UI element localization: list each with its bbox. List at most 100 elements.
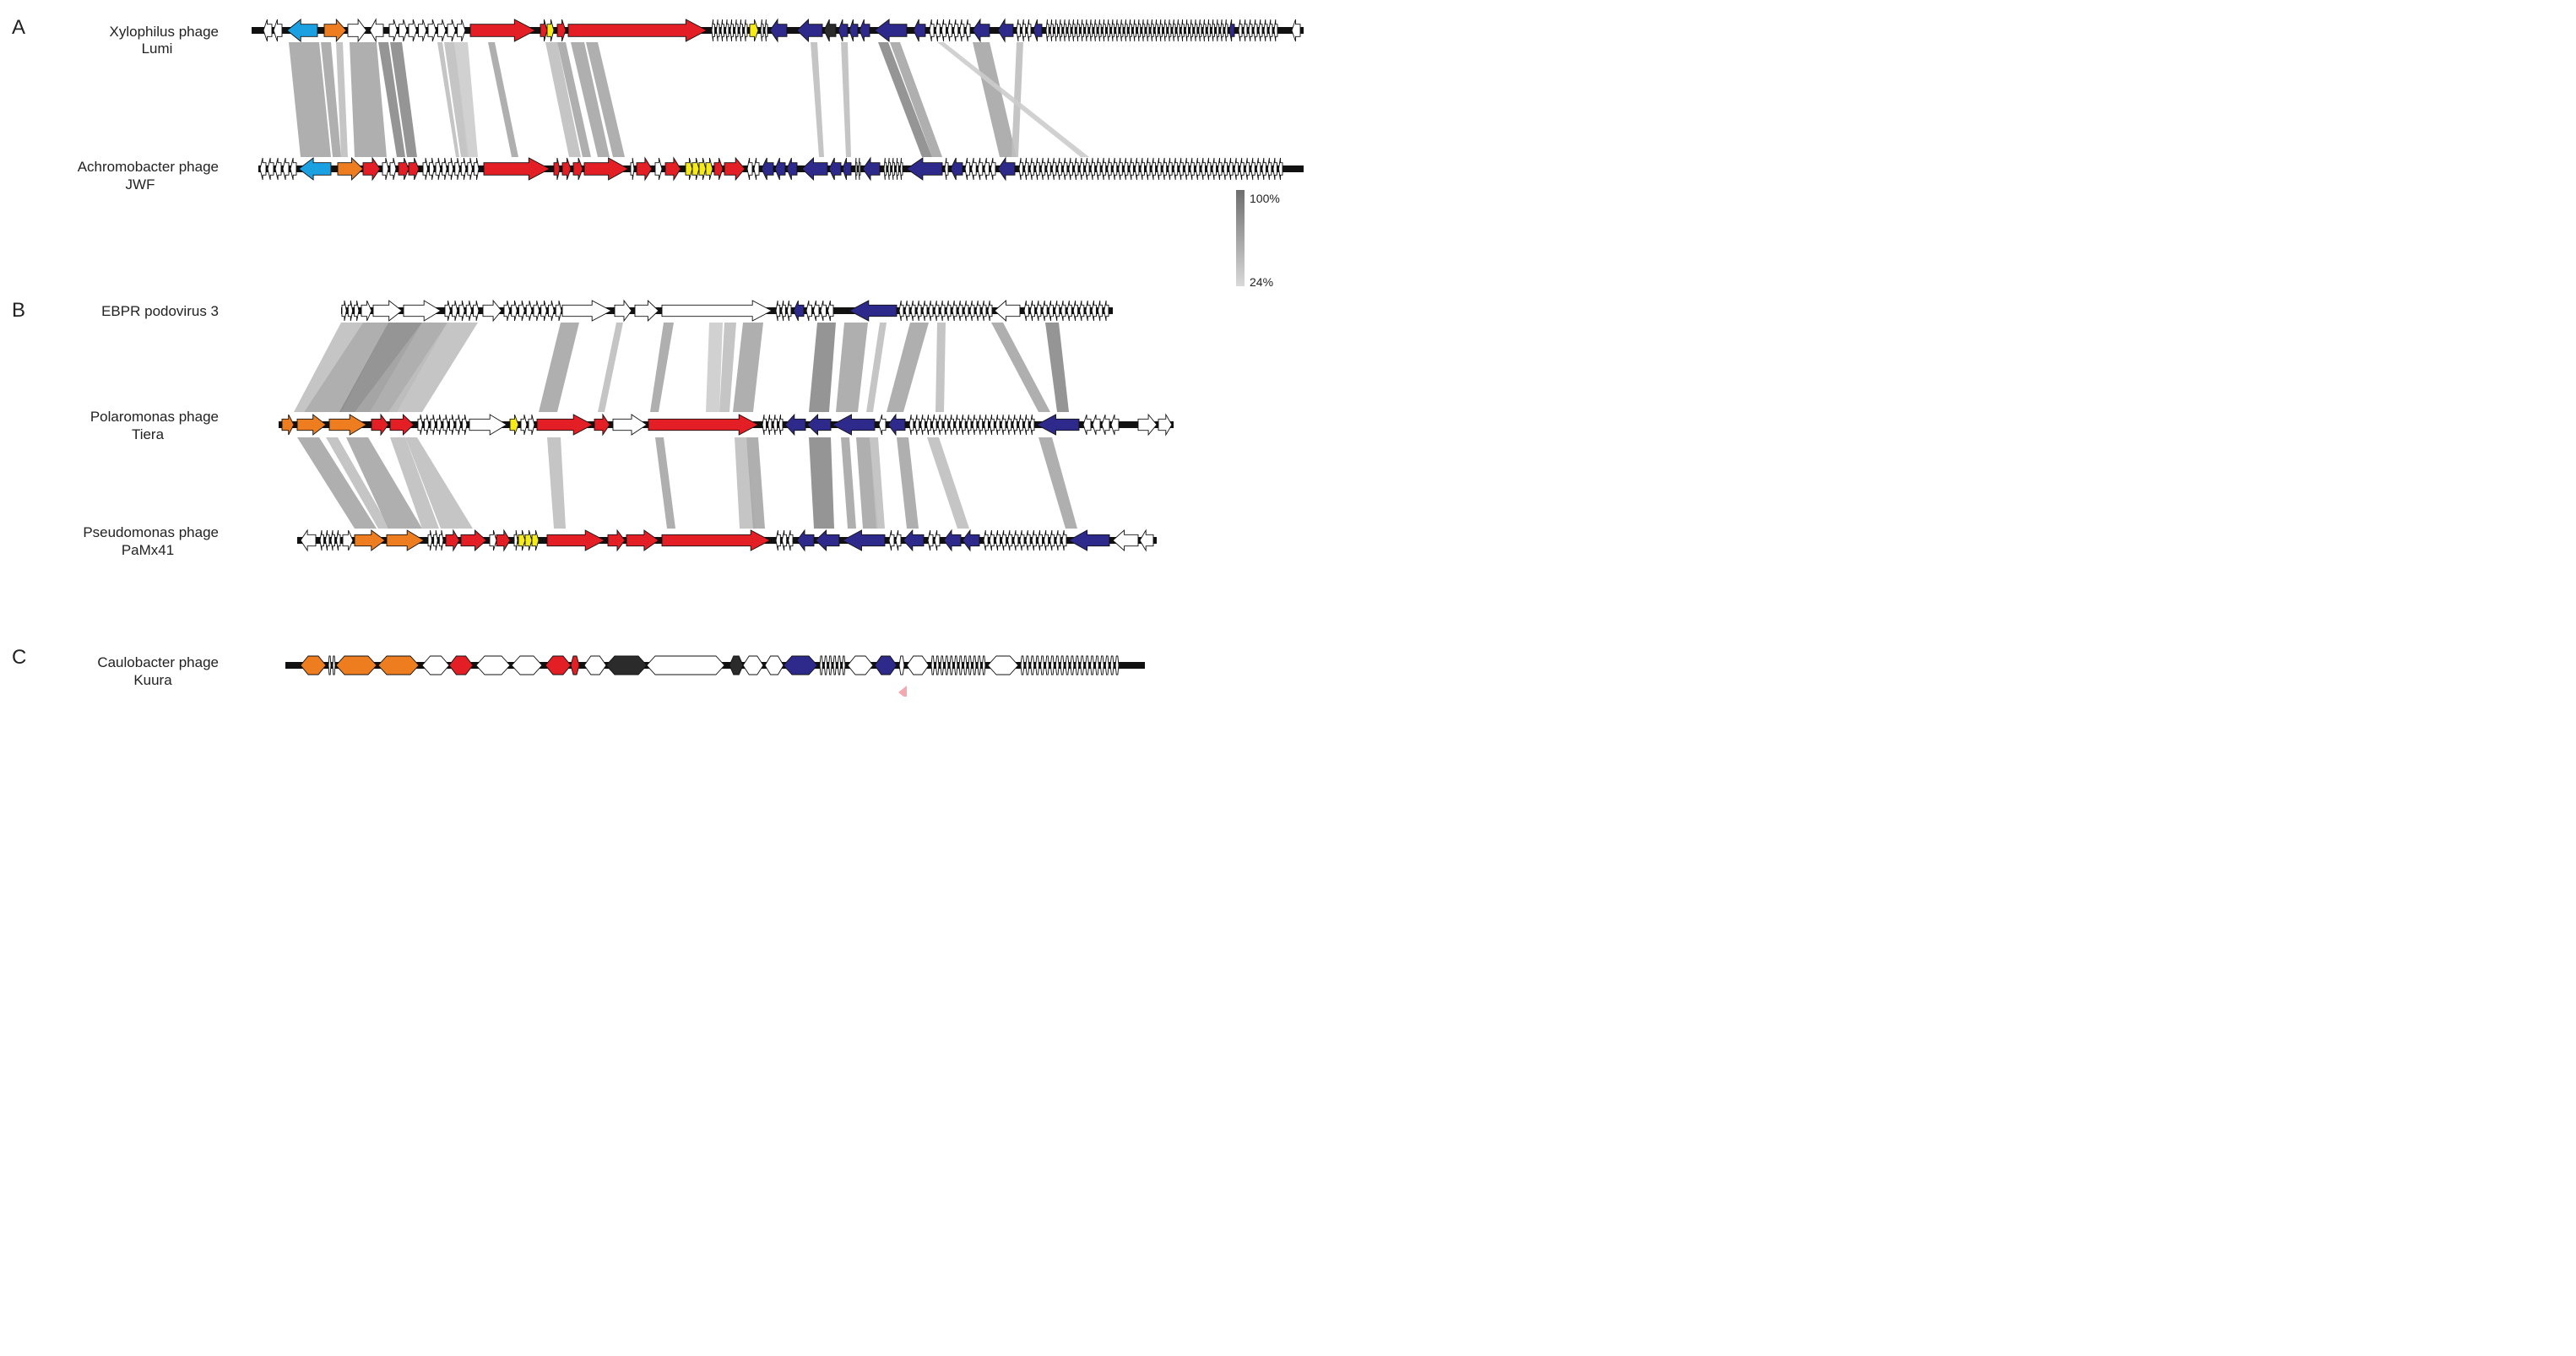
gene-arrow	[1085, 300, 1091, 322]
gene-arrow	[664, 156, 681, 182]
gene-arrow	[1158, 413, 1173, 437]
genome-label-line2: PaMx41	[122, 542, 174, 558]
homology-link	[809, 323, 836, 412]
gene-arrow	[1250, 157, 1255, 181]
gene-arrow	[528, 414, 535, 436]
gene-arrow	[724, 156, 746, 182]
gene-arrow	[1037, 529, 1043, 551]
gene-arrow	[1063, 19, 1067, 42]
genome-label-line1: Polaromonas phage	[90, 409, 219, 425]
gene-arrow	[1089, 19, 1093, 42]
gene-arrow	[1158, 19, 1163, 42]
gene-arrow	[482, 299, 502, 323]
gene-arrow	[978, 414, 984, 436]
homology-link	[991, 323, 1050, 412]
gene-arrow	[1102, 19, 1106, 42]
gene-arrow	[908, 414, 914, 436]
gene-arrow	[524, 529, 533, 551]
gene-arrow	[786, 300, 792, 322]
gene-arrow	[1040, 655, 1044, 675]
panel-letter-c: C	[12, 646, 26, 669]
gene-arrow	[746, 157, 753, 181]
gene-arrow	[1151, 157, 1156, 181]
gene-arrow	[1023, 414, 1029, 436]
gene-arrow	[634, 299, 659, 323]
gene-arrow	[898, 300, 904, 322]
gene-arrow	[943, 529, 962, 552]
gene-arrow	[725, 19, 729, 42]
gene-arrow	[929, 19, 935, 42]
gene-arrow	[300, 655, 327, 675]
gene-arrow	[874, 655, 898, 675]
gene-arrow	[858, 157, 861, 181]
gene-arrow	[913, 19, 926, 42]
homology-link	[454, 42, 478, 157]
gene-arrow	[337, 156, 364, 182]
gene-arrow	[1120, 19, 1124, 42]
gene-arrow	[962, 529, 980, 552]
homology-link	[811, 42, 824, 157]
genome-label-tiera: Polaromonas phage Tiera	[90, 409, 219, 442]
gene-arrow	[583, 655, 607, 675]
gene-arrow	[513, 529, 518, 551]
gene-arrow	[286, 19, 318, 42]
gene-arrow	[1072, 300, 1079, 322]
gene-arrow	[1019, 529, 1025, 551]
gene-arrow	[1243, 19, 1248, 42]
gene-arrow	[424, 414, 430, 436]
gene-arrow	[489, 529, 497, 551]
gene-arrow	[1054, 300, 1060, 322]
gene-arrow	[922, 300, 928, 322]
gene-arrow	[417, 414, 423, 436]
gene-arrow	[648, 414, 759, 436]
gene-arrow	[815, 529, 840, 552]
gene-arrow	[1253, 19, 1258, 42]
gene-arrow	[1060, 300, 1066, 322]
gene-arrow	[1140, 157, 1145, 181]
homology-link	[350, 42, 387, 157]
gene-arrow	[984, 414, 989, 436]
gene-arrow	[1059, 19, 1063, 42]
genome-label-line1: Achromobacter phage	[78, 159, 219, 175]
gene-arrow	[778, 414, 784, 436]
gene-arrow	[934, 300, 940, 322]
gene-arrow	[944, 157, 949, 181]
gene-arrow	[1224, 19, 1228, 42]
gene-arrow	[1070, 655, 1075, 675]
gene-arrow	[887, 157, 892, 181]
gene-arrow	[943, 414, 949, 436]
homology-link	[321, 42, 341, 157]
gene-arrow	[263, 19, 273, 42]
homology-link	[571, 42, 610, 157]
gene-arrow	[447, 19, 456, 42]
gene-arrow	[720, 19, 724, 42]
gene-arrow	[906, 655, 930, 675]
gene-arrow	[372, 300, 403, 322]
gene-arrow	[916, 300, 922, 322]
gene-arrow	[1085, 655, 1090, 675]
gene-arrow	[1206, 157, 1212, 181]
gene-arrow	[960, 414, 966, 436]
gene-arrow	[371, 413, 389, 437]
gene-arrow	[300, 529, 317, 552]
gene-arrow	[1207, 19, 1211, 42]
gene-arrow	[729, 655, 744, 675]
gene-arrow	[958, 655, 963, 675]
gene-arrow	[966, 414, 972, 436]
genome-label-line2: Kuura	[133, 672, 172, 688]
gene-arrow	[995, 414, 1001, 436]
gene-arrow	[447, 157, 454, 181]
gene-arrow	[437, 414, 442, 436]
gene-arrow	[749, 19, 759, 42]
gene-arrow	[1190, 157, 1195, 181]
homology-link	[1039, 437, 1077, 529]
gene-arrow	[910, 300, 916, 322]
gene-arrow	[1142, 19, 1146, 42]
gene-arrow	[1107, 157, 1112, 181]
gene-arrow	[1176, 19, 1180, 42]
gene-arrow	[1080, 655, 1085, 675]
gene-arrow	[775, 300, 781, 322]
gene-arrow	[823, 19, 837, 42]
gene-arrow	[753, 157, 760, 181]
gene-arrow	[442, 157, 447, 181]
